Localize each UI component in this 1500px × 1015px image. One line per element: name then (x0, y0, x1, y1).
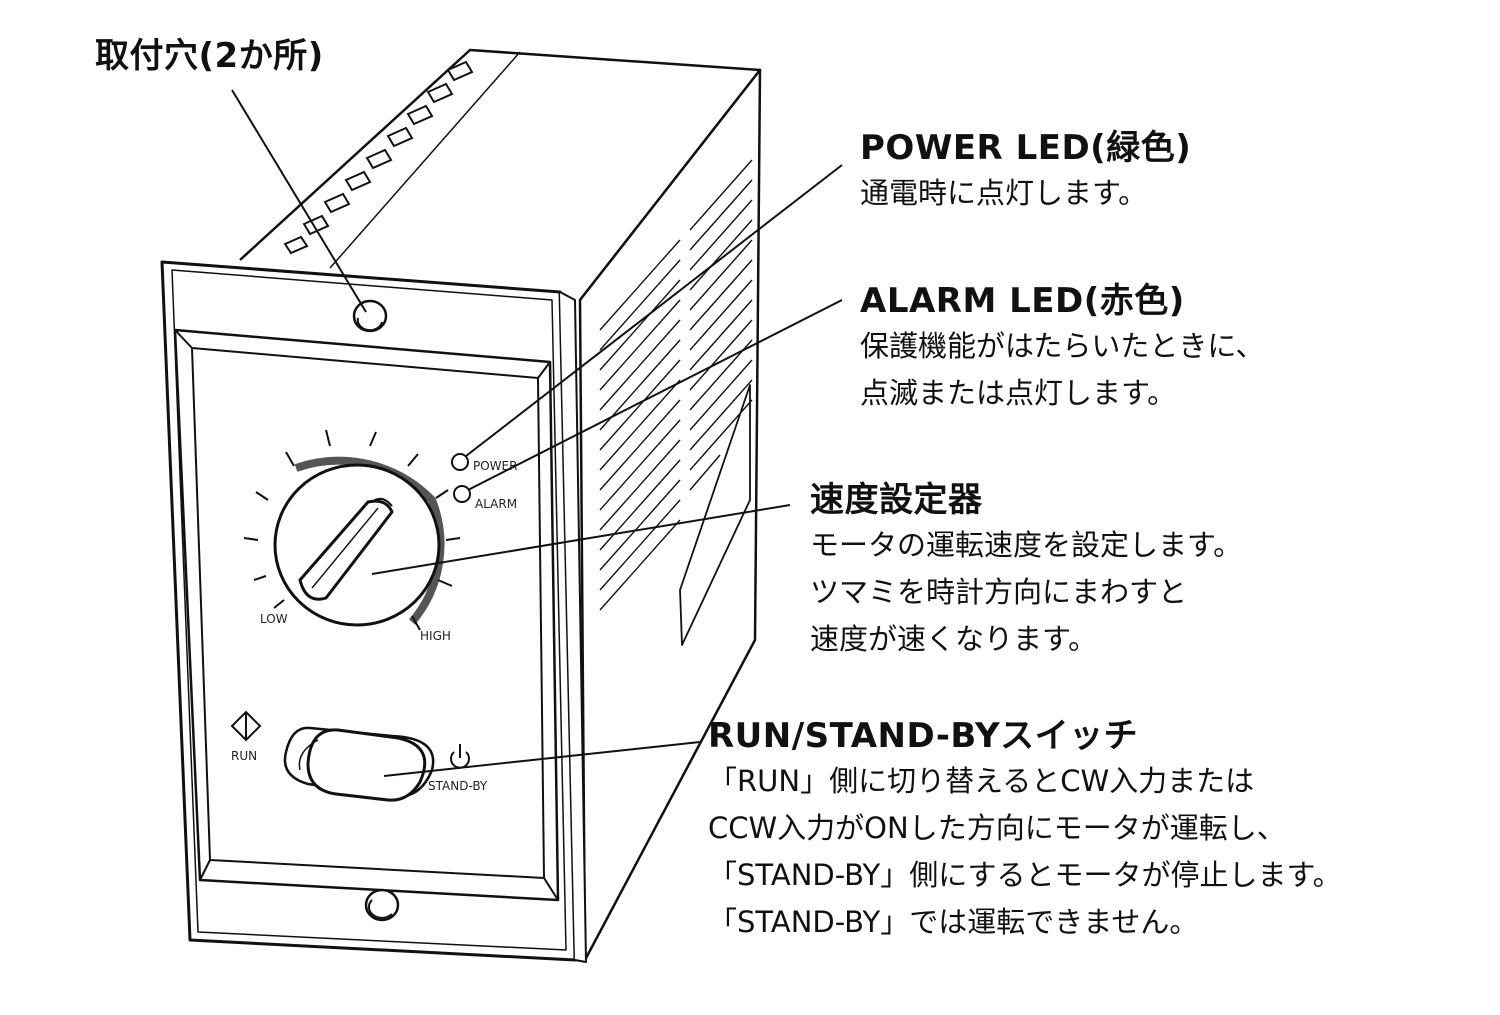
callout-switch-line: 「STAND-BY」では運転できません。 (708, 899, 1342, 946)
callout-mounting-holes: 取付穴(2か所) (95, 34, 324, 78)
dial-low-label: LOW (260, 612, 288, 626)
alarm-led-label: ALARM (475, 497, 517, 511)
alarm-led (454, 486, 470, 502)
mounting-hole-bottom (366, 890, 398, 920)
callout-run-standby-switch: RUN/STAND-BYスイッチ 「RUN」側に切り替えるとCW入力または CC… (708, 714, 1342, 946)
callout-switch-line: 「STAND-BY」側にするとモータが停止します。 (708, 852, 1342, 899)
power-led-label: POWER (473, 459, 517, 473)
callout-alarm-title: ALARM LED(赤色) (860, 279, 1265, 323)
mounting-hole-top (354, 301, 386, 331)
callout-alarm-led: ALARM LED(赤色) 保護機能がはたらいたときに、 点滅または点灯します。 (860, 279, 1265, 417)
callout-speed-line: ツマミを時計方向にまわすと (810, 569, 1242, 616)
callout-switch-title: RUN/STAND-BYスイッチ (708, 714, 1342, 758)
callout-speed-title: 速度設定器 (810, 478, 1242, 522)
callout-alarm-line: 保護機能がはたらいたときに、 (860, 323, 1265, 370)
power-led (452, 454, 468, 470)
callout-power-title: POWER LED(緑色) (860, 126, 1191, 170)
callout-power-line: 通電時に点灯します。 (860, 170, 1191, 217)
callout-power-led: POWER LED(緑色) 通電時に点灯します。 (860, 126, 1191, 217)
callout-mounting-title: 取付穴(2か所) (95, 34, 324, 78)
callout-speed-line: モータの運転速度を設定します。 (810, 522, 1242, 569)
callout-alarm-line: 点滅または点灯します。 (860, 370, 1265, 417)
switch-run-label: RUN (231, 749, 257, 763)
callout-speed-line: 速度が速くなります。 (810, 616, 1242, 663)
callout-switch-line: CCW入力がONした方向にモータが運転し、 (708, 805, 1342, 852)
callout-speed-setter: 速度設定器 モータの運転速度を設定します。 ツマミを時計方向にまわすと 速度が速… (810, 478, 1242, 663)
switch-standby-label: STAND-BY (428, 779, 488, 793)
callout-switch-line: 「RUN」側に切り替えるとCW入力または (708, 758, 1342, 805)
dial-high-label: HIGH (420, 629, 451, 643)
